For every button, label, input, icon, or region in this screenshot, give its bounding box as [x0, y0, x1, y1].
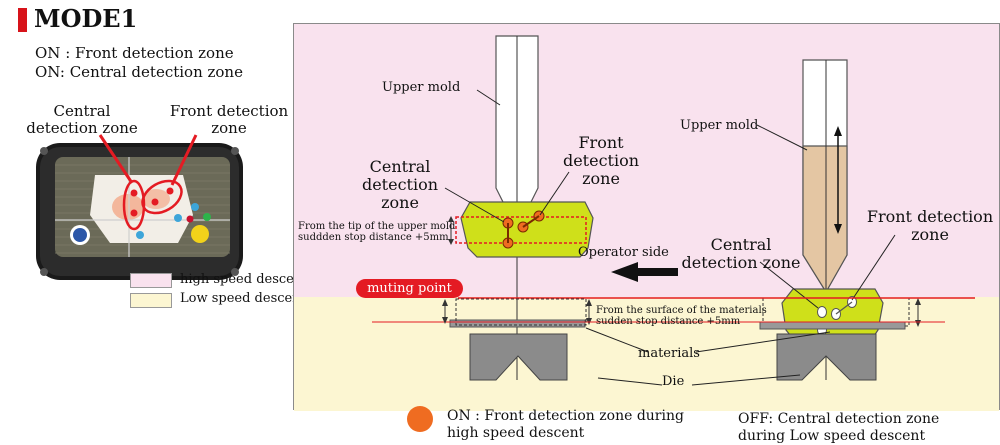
off-caption-line1: OFF: Central detection zone [738, 411, 940, 427]
title-marker [18, 8, 27, 32]
photo-central-label: Central detection zone [26, 102, 138, 137]
operator-side-arrow [611, 262, 678, 282]
subtitle-line-front: ON : Front detection zone [35, 44, 234, 62]
right-stop-distance-line2: sudden stop distance +5mm [596, 316, 741, 327]
legend-low-label: Low speed descent [180, 291, 306, 306]
on-caption-line1: ON : Front detection zone during [447, 408, 684, 424]
subtitle-line-central: ON: Central detection zone [35, 63, 243, 81]
left-material-sheet [449, 319, 586, 328]
right-upper-mold-label: Upper mold [680, 118, 759, 133]
page-title: MODE1 [34, 4, 138, 33]
right-die [776, 333, 877, 381]
on-caption-line2: high speed descent [447, 425, 585, 441]
on-indicator-dot [407, 406, 433, 432]
photo-front-label: Front detection zone [169, 102, 289, 137]
legend-high-swatch [130, 273, 172, 288]
right-material-sheet [759, 321, 906, 330]
left-stop-distance-box [455, 216, 587, 244]
left-upper-mold-label: Upper mold [382, 80, 461, 95]
right-upper-mold-lower [802, 145, 848, 294]
left-central-label: Central detection zone [361, 157, 439, 212]
right-front-label: Front detection zone [866, 207, 994, 244]
high-speed-zone [294, 24, 999, 297]
die-label: Die [662, 374, 685, 389]
materials-label: materials [638, 346, 700, 361]
muting-point-badge: muting point [356, 279, 463, 298]
left-die [469, 333, 568, 381]
right-stop-distance-line1: From the surface of the materials [596, 305, 767, 316]
legend-low-swatch [130, 293, 172, 308]
left-stop-distance-line2: suddden stop distance +5mm [298, 232, 449, 243]
off-caption-line2: during Low speed descent [738, 428, 926, 444]
low-speed-zone [294, 297, 999, 411]
operator-side-label: Operator side [578, 245, 669, 260]
left-front-label: Front detection zone [562, 133, 640, 188]
right-central-label: Central detection zone [681, 235, 801, 272]
legend-high-label: high speed descent [180, 272, 308, 287]
sensor-photo [36, 134, 243, 280]
left-stop-distance-line1: From the tip of the upper mold [298, 221, 456, 232]
diagram-panel [293, 23, 1000, 411]
